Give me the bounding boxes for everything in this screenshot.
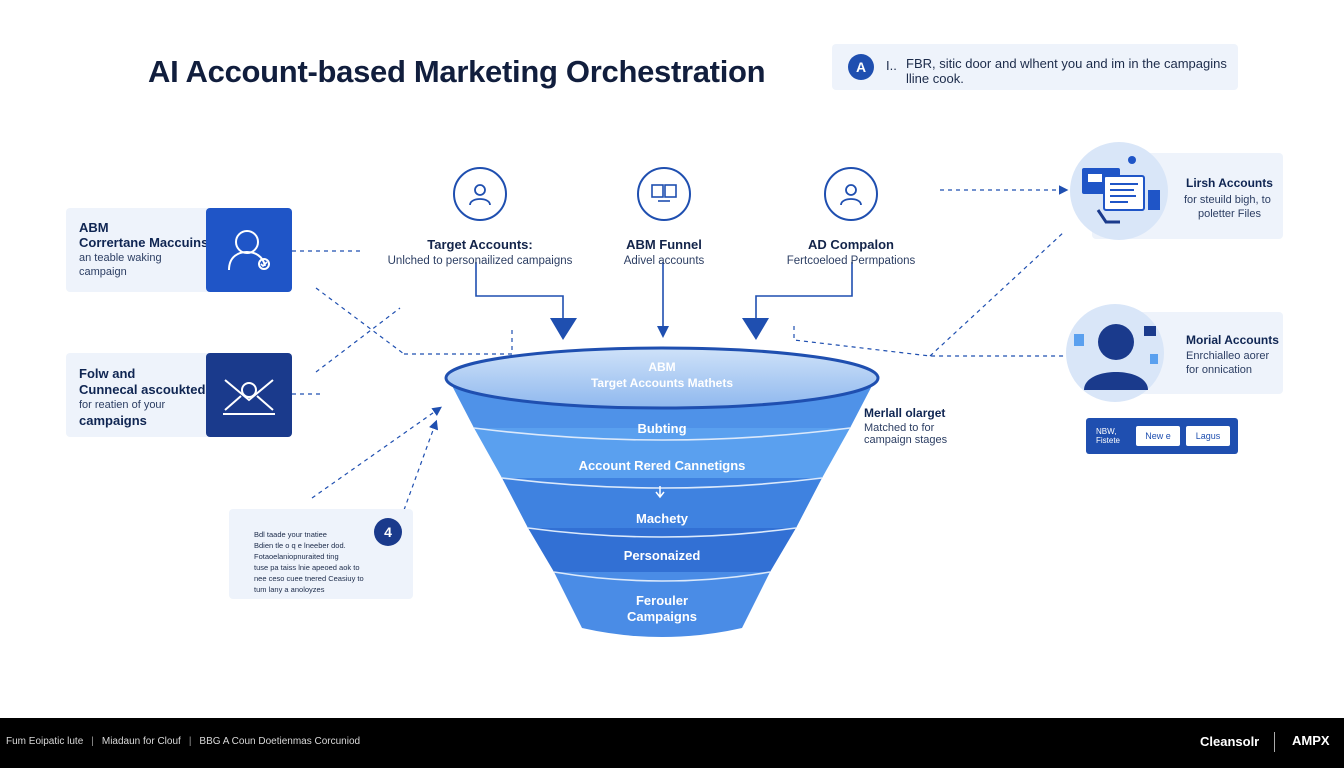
button-bar-label: NBW, Fistete [1096,427,1130,445]
info-icon: A [848,54,874,80]
lagus-button[interactable]: Lagus [1186,426,1230,446]
arrow-target-accounts [475,262,564,318]
footer: Fum Eoipatic lute | Miadaun for Clouf | BBG … [0,718,1344,768]
node-abm-funnel-title: ABM Funnel [626,237,702,252]
step-line: nee ceso cuee tnered Ceasiuy to [254,574,364,583]
user-icon [824,167,878,221]
side-note-line: campaign stages [864,434,948,446]
step-line: tuse pa taiss lnie apeoed aok to [254,563,360,572]
side-note-line: Matched to for [864,422,935,434]
node-target-accounts[interactable]: Target Accounts: Unlched to personailize… [380,167,580,267]
user-icon [453,167,507,221]
step-line: tum lany a anoloyzes [254,585,325,594]
arrow-head-right [742,318,769,340]
left-card-abm-title-1: ABM [79,220,109,235]
info-banner-prefix: I.. [886,58,897,73]
button-bar-label-1: NBW, [1096,427,1117,436]
user-check-icon [206,208,292,292]
footer-brand-logo: Cleansolr [1200,734,1260,749]
info-banner-text: FBR, sitic door and wlhent you and im in… [906,56,1227,86]
left-card-follow-sub-1: for reatien of your [79,399,166,411]
funnel-bottom-label-1: Ferouler [635,593,688,608]
step-badge: 4 [374,518,402,546]
footer-divider [1274,732,1275,752]
step-card[interactable]: 4 Bdl taade your tnatiee Bdien tle o q e… [229,509,413,599]
arrow-head-left [550,318,577,340]
funnel-stage: Personaized [623,548,701,563]
funnel-stage: Bubting [637,421,687,436]
connector-lines [292,185,1069,511]
right-card-2-line: for onnication [1186,364,1253,376]
footer-brand-logo-2: AMPX [1292,733,1330,748]
arrow-ad-campaign [755,262,853,318]
funnel-top-label-1: ABM [648,360,676,374]
funnel-bottom-label-2: Campaigns [626,609,698,624]
node-ad-campaign-title: AD Compalon [808,237,894,252]
node-ad-campaign[interactable]: AD Compalon Fertcoeloed Permpations [751,167,951,267]
footer-links: Fum Eoipatic lute | Miadaun for Clouf | BBG … [6,736,360,747]
right-card-1-line: poletter Files [1198,208,1261,220]
side-note: Merlall olarget Matched to for campaign … [864,406,947,446]
dashboard-icon [1070,142,1168,240]
left-card-follow-title-1: Folw and [79,366,136,381]
side-note-title: Merlall olarget [864,406,946,420]
button-bar-label-2: Fistete [1096,436,1121,445]
node-target-accounts-title: Target Accounts: [427,237,533,252]
footer-link[interactable]: Miadaun for Clouf [101,736,181,747]
left-card-abm-title-2: Corrertane Maccuins [79,235,209,250]
person-avatar-icon [1066,304,1164,402]
node-abm-funnel[interactable]: ABM Funnel Adivel accounts [564,167,764,267]
footer-link[interactable]: BBG A Coun Doetienmas Corcuniod [199,736,361,747]
footer-separator: | [188,736,192,747]
funnel-top-label-2: Target Accounts Mathets [590,376,734,390]
step-card-text: Bdl taade your tnatiee Bdien tle o q e l… [254,529,364,595]
funnel-graphic [444,346,880,637]
right-card-2-line: Enrchialleo aorer [1186,350,1270,362]
footer-link[interactable]: Fum Eoipatic lute [6,736,84,747]
step-line: Fotaoelaniopnuraited ting [254,552,339,561]
presentation-icon [637,167,691,221]
page-title: AI Account-based Marketing Orchestration [148,54,766,89]
left-card-abm-sub-2: campaign [79,266,127,278]
node-abm-funnel-sub: Adivel accounts [623,255,705,267]
step-line: Bdien tle o q e lneeber dod. [254,541,346,550]
footer-separator: | [91,736,94,747]
funnel-stage: Machety [635,511,689,526]
left-card-follow-sub-2: campaigns [79,413,147,428]
node-target-accounts-sub: Unlched to personailized campaigns [387,255,573,267]
new-button[interactable]: New e [1136,426,1180,446]
left-card-follow[interactable]: Folw and Cunnecal ascoukted for reatien … [66,353,216,437]
right-card-1-title: Lirsh Accounts [1186,176,1273,190]
node-ad-campaign-sub: Fertcoeloed Permpations [786,255,916,267]
action-button-bar: NBW, Fistete New e Lagus [1086,418,1238,454]
right-card-2-title: Morial Accounts [1186,333,1279,347]
arrow-head-middle [657,326,669,338]
mail-network-icon [206,353,292,437]
info-banner[interactable]: A I.. FBR, sitic door and wlhent you and… [832,44,1238,90]
right-card-1-line: for steuild bigh, to [1184,194,1271,206]
left-card-abm[interactable]: ABM Corrertane Maccuins an teable waking… [66,208,216,292]
step-line: Bdl taade your tnatiee [254,530,327,539]
left-card-abm-sub-1: an teable waking [79,252,162,264]
left-card-follow-title-2: Cunnecal ascoukted [79,382,206,397]
funnel-stage: Account Rered Cannetigns [578,458,746,473]
